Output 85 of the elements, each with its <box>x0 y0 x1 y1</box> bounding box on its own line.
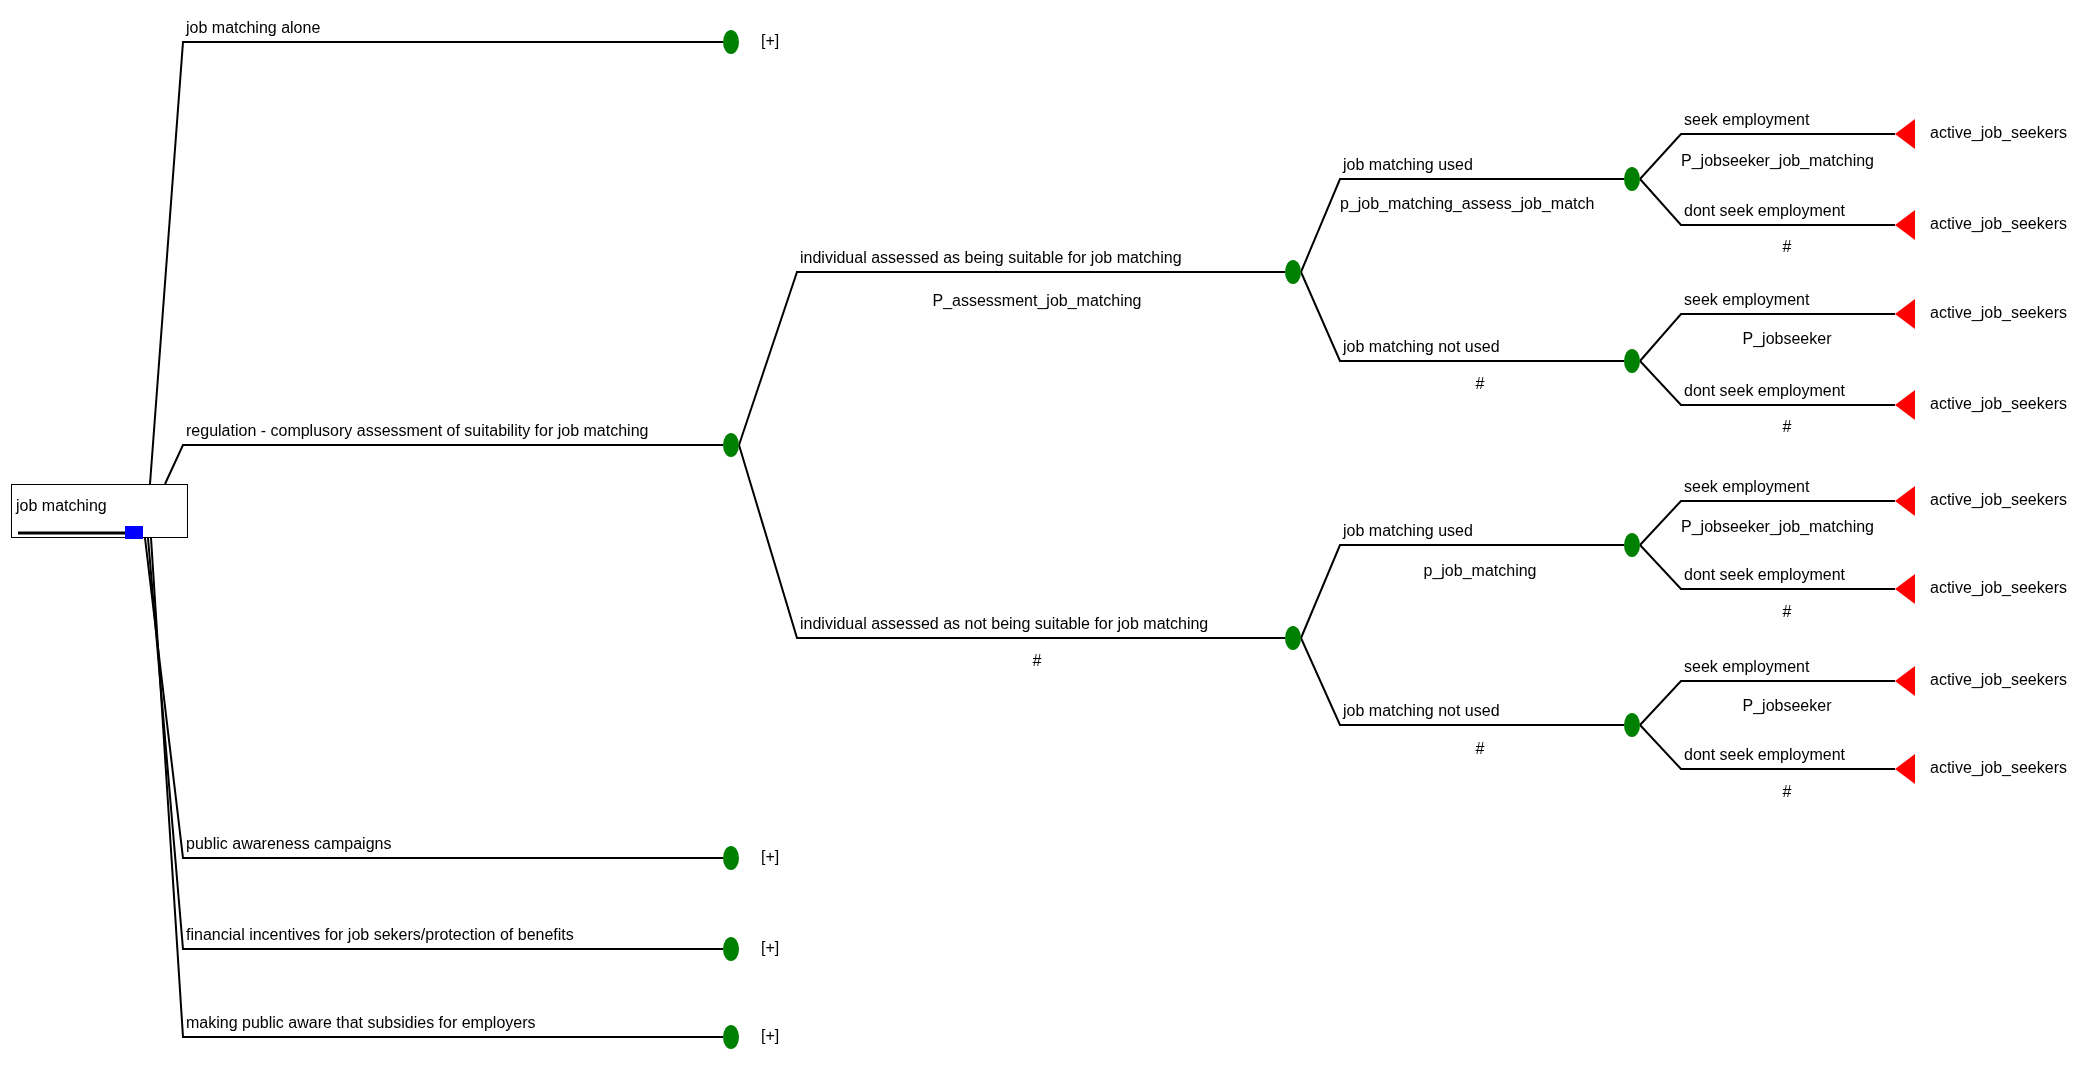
probability-label: P_assessment_job_matching <box>932 292 1142 310</box>
branch-line <box>1639 360 1896 406</box>
edge-label: individual assessed as not being suitable for job matching <box>799 615 1210 633</box>
decision-box <box>11 484 188 538</box>
probability-label: P_jobseeker <box>1742 330 1832 348</box>
edge-label: regulation - complusory assessment of suitability for job matching <box>185 422 650 440</box>
probability-label: # <box>1782 783 1792 801</box>
branch-line <box>164 444 724 485</box>
branch-line <box>1639 544 1896 590</box>
branch-line <box>150 537 724 1038</box>
collapsed-marker: [+] <box>761 848 780 866</box>
chance-node-circle <box>723 1025 739 1049</box>
payoff-label: active_job_seekers <box>1930 304 2067 322</box>
edge-label: dont seek employment <box>1683 566 1846 584</box>
edge-label: seek employment <box>1683 111 1811 129</box>
branch-line <box>738 444 1286 639</box>
probability-label: # <box>1782 238 1792 256</box>
edge-label: individual assessed as being suitable for job matching <box>799 249 1183 267</box>
edge-label: dont seek employment <box>1683 202 1846 220</box>
edge-label: making public aware that subsidies for employers <box>185 1014 537 1032</box>
payoff-label: active_job_seekers <box>1930 671 2067 689</box>
edge-label: dont seek employment <box>1683 382 1846 400</box>
edge-label: job matching used <box>1342 156 1474 174</box>
payoff-label: active_job_seekers <box>1930 759 2067 777</box>
probability-label: p_job_matching_assess_job_match <box>1340 195 1595 213</box>
edge-label: seek employment <box>1683 478 1811 496</box>
chance-node-circle <box>1624 713 1640 737</box>
branch-line <box>1300 637 1625 726</box>
probability-label: P_jobseeker_job_matching <box>1681 518 1874 536</box>
terminal-node-triangle <box>1895 486 1915 516</box>
chance-node-circle <box>723 433 739 457</box>
payoff-label: active_job_seekers <box>1930 491 2067 509</box>
branch-line <box>1300 178 1625 273</box>
branch-line <box>147 537 724 950</box>
edge-label: job matching not used <box>1342 702 1501 720</box>
terminal-node-triangle <box>1895 754 1915 784</box>
probability-label: # <box>1782 603 1792 621</box>
node-label: job matching <box>16 497 107 515</box>
edge-label: job matching used <box>1342 522 1474 540</box>
payoff-label: active_job_seekers <box>1930 579 2067 597</box>
chance-node-circle <box>723 846 739 870</box>
chance-node-circle <box>1624 349 1640 373</box>
chance-node-circle <box>723 30 739 54</box>
chance-node-circle <box>723 937 739 961</box>
edge-label: seek employment <box>1683 658 1811 676</box>
branch-line <box>1300 544 1625 639</box>
branch-line <box>738 271 1286 446</box>
branch-line <box>1639 724 1896 770</box>
probability-label: # <box>1032 652 1042 670</box>
probability-label: # <box>1475 375 1485 393</box>
branch-line <box>1639 680 1896 726</box>
chance-node-circle <box>1285 260 1301 284</box>
terminal-node-triangle <box>1895 119 1915 149</box>
probability-label: # <box>1782 418 1792 436</box>
payoff-label: active_job_seekers <box>1930 395 2067 413</box>
edge-label: job matching not used <box>1342 338 1501 356</box>
chance-node-circle <box>1624 167 1640 191</box>
terminal-node-triangle <box>1895 210 1915 240</box>
probability-label: p_job_matching <box>1423 562 1537 580</box>
edge-label: public awareness campaigns <box>185 835 393 853</box>
probability-label: P_jobseeker <box>1742 697 1832 715</box>
branch-line <box>1639 133 1896 180</box>
terminal-node-triangle <box>1895 390 1915 420</box>
payoff-label: active_job_seekers <box>1930 124 2067 142</box>
edge-label: job matching alone <box>185 19 322 37</box>
chance-node-circle <box>1285 626 1301 650</box>
terminal-node-triangle <box>1895 574 1915 604</box>
collapsed-marker: [+] <box>761 32 780 50</box>
edge-label: financial incentives for job sekers/protection of benefits <box>185 926 575 944</box>
branch-line <box>1639 313 1896 362</box>
edge-label: dont seek employment <box>1683 746 1846 764</box>
branch-line <box>1300 271 1625 362</box>
probability-label: P_jobseeker_job_matching <box>1681 152 1874 170</box>
branch-line <box>1639 500 1896 546</box>
branch-line <box>144 537 724 859</box>
terminal-node-triangle <box>1895 299 1915 329</box>
edge-label: seek employment <box>1683 291 1811 309</box>
probability-label: # <box>1475 740 1485 758</box>
branch-line <box>1639 178 1896 226</box>
collapsed-marker: [+] <box>761 1027 780 1045</box>
chance-node-circle <box>1624 533 1640 557</box>
branch-line <box>149 41 724 485</box>
payoff-label: active_job_seekers <box>1930 215 2067 233</box>
collapsed-marker: [+] <box>761 939 780 957</box>
terminal-node-triangle <box>1895 666 1915 696</box>
